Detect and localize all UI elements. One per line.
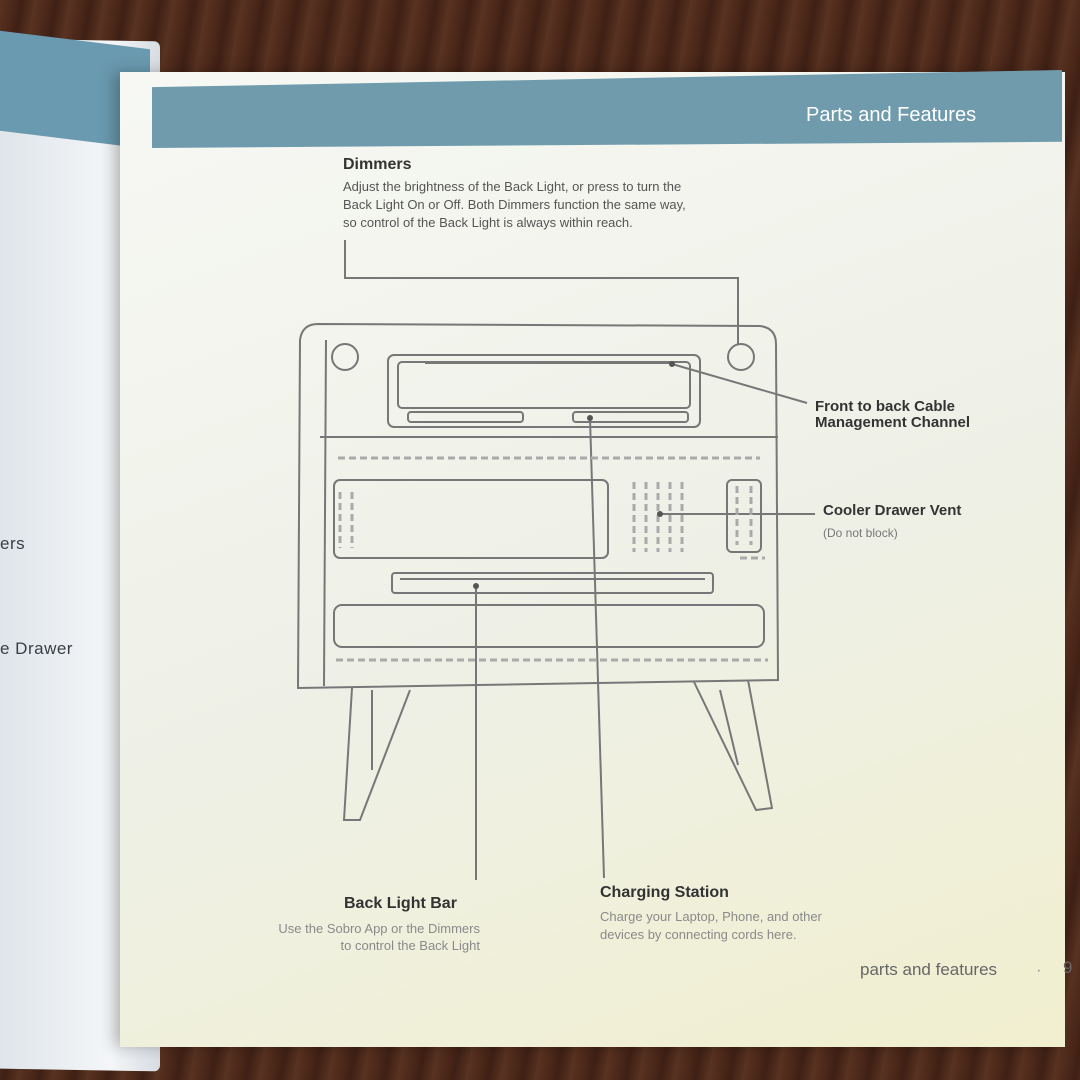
dimmers-line-3: so control of the Back Light is always w…: [343, 215, 633, 230]
dimmers-line-1: Adjust the brightness of the Back Light,…: [343, 179, 682, 194]
cooler-vent-title: Cooler Drawer Vent: [823, 502, 962, 519]
cooler-vent-note: (Do not block): [823, 526, 898, 540]
back-light-bar-title: Back Light Bar: [344, 895, 457, 912]
dimmer-right: [727, 343, 755, 371]
charging-station-title: Charging Station: [600, 884, 729, 901]
cable-channel-title-2: Management Channel: [815, 414, 971, 431]
cabinet-outline: [296, 322, 780, 690]
dimmers-title: Dimmers: [343, 156, 412, 173]
footer-separator: ·: [1036, 960, 1042, 979]
lower-panel: [333, 604, 765, 648]
footer-section: parts and features: [860, 960, 998, 979]
charging-station-line-1: Charge your Laptop, Phone, and other: [600, 909, 822, 924]
dimmers-leader-line: [344, 240, 739, 345]
right-page: [120, 72, 1065, 1047]
cable-channel-title-1: Front to back Cable: [815, 398, 956, 415]
dimmer-left: [331, 343, 359, 371]
charging-station-line-2: devices by connecting cords here.: [600, 927, 797, 942]
left-page-fragment-2: e Drawer: [0, 639, 73, 658]
back-light-bar-line-2: to control the Back Light: [340, 938, 480, 953]
cooler-drawer: [333, 479, 609, 559]
page-number: 9: [1063, 958, 1073, 977]
left-page-fragment-1: ers: [0, 534, 26, 553]
back-light-bar-line-1: Use the Sobro App or the Dimmers: [278, 921, 480, 936]
dimmers-line-2: Back Light On or Off. Both Dimmers funct…: [343, 197, 686, 212]
page-title: Parts and Features: [806, 104, 977, 126]
back-light-bar: [391, 572, 714, 594]
charging-station-ports: [572, 411, 689, 423]
cable-channel: [387, 354, 701, 428]
